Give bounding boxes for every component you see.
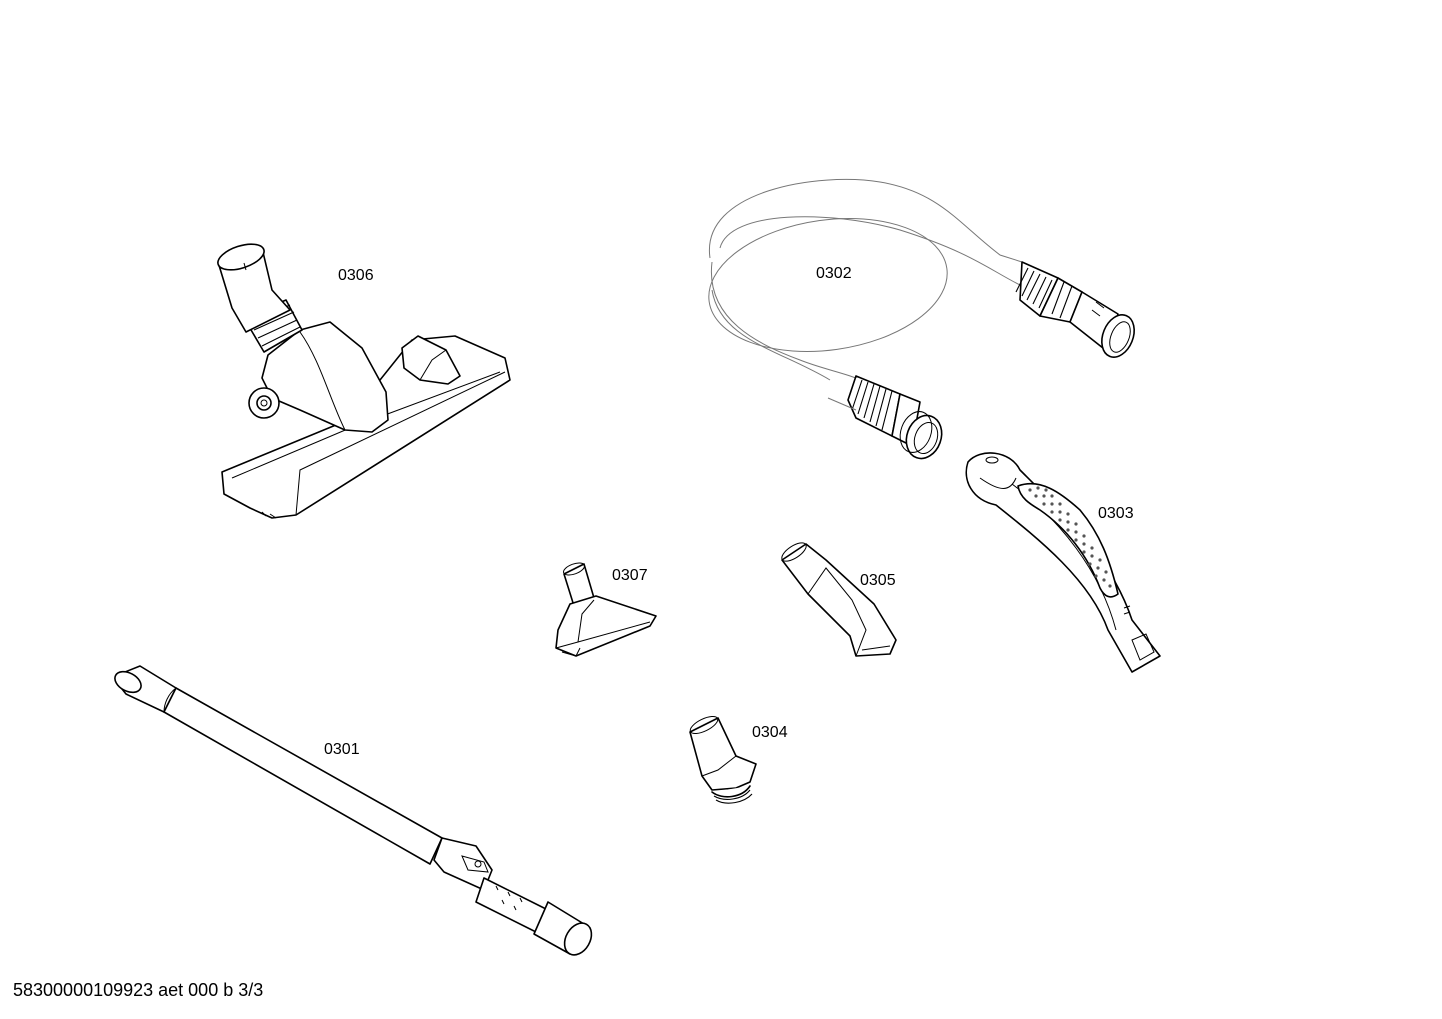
drawing-reference-code: 58300000109923 aet 000 b 3/3 <box>13 980 264 1000</box>
part-label-0304: 0304 <box>752 724 788 741</box>
upholstery-nozzle-part[interactable] <box>555 561 657 657</box>
part-label-0303: 0303 <box>1098 505 1134 522</box>
suction-hose-part[interactable] <box>700 178 1140 463</box>
part-label-0306: 0306 <box>338 267 374 284</box>
floor-nozzle-part[interactable] <box>215 239 511 519</box>
part-label-0302: 0302 <box>816 265 852 282</box>
hose-handle-part[interactable] <box>965 452 1161 673</box>
part-label-0305: 0305 <box>860 572 896 589</box>
part-label-0301: 0301 <box>324 741 360 758</box>
telescopic-tube-part[interactable] <box>111 665 596 960</box>
crevice-tool-part[interactable] <box>779 539 897 657</box>
part-label-0307: 0307 <box>612 567 648 584</box>
small-nozzle-part[interactable] <box>688 713 757 804</box>
handle-grip-texture <box>1028 486 1112 588</box>
